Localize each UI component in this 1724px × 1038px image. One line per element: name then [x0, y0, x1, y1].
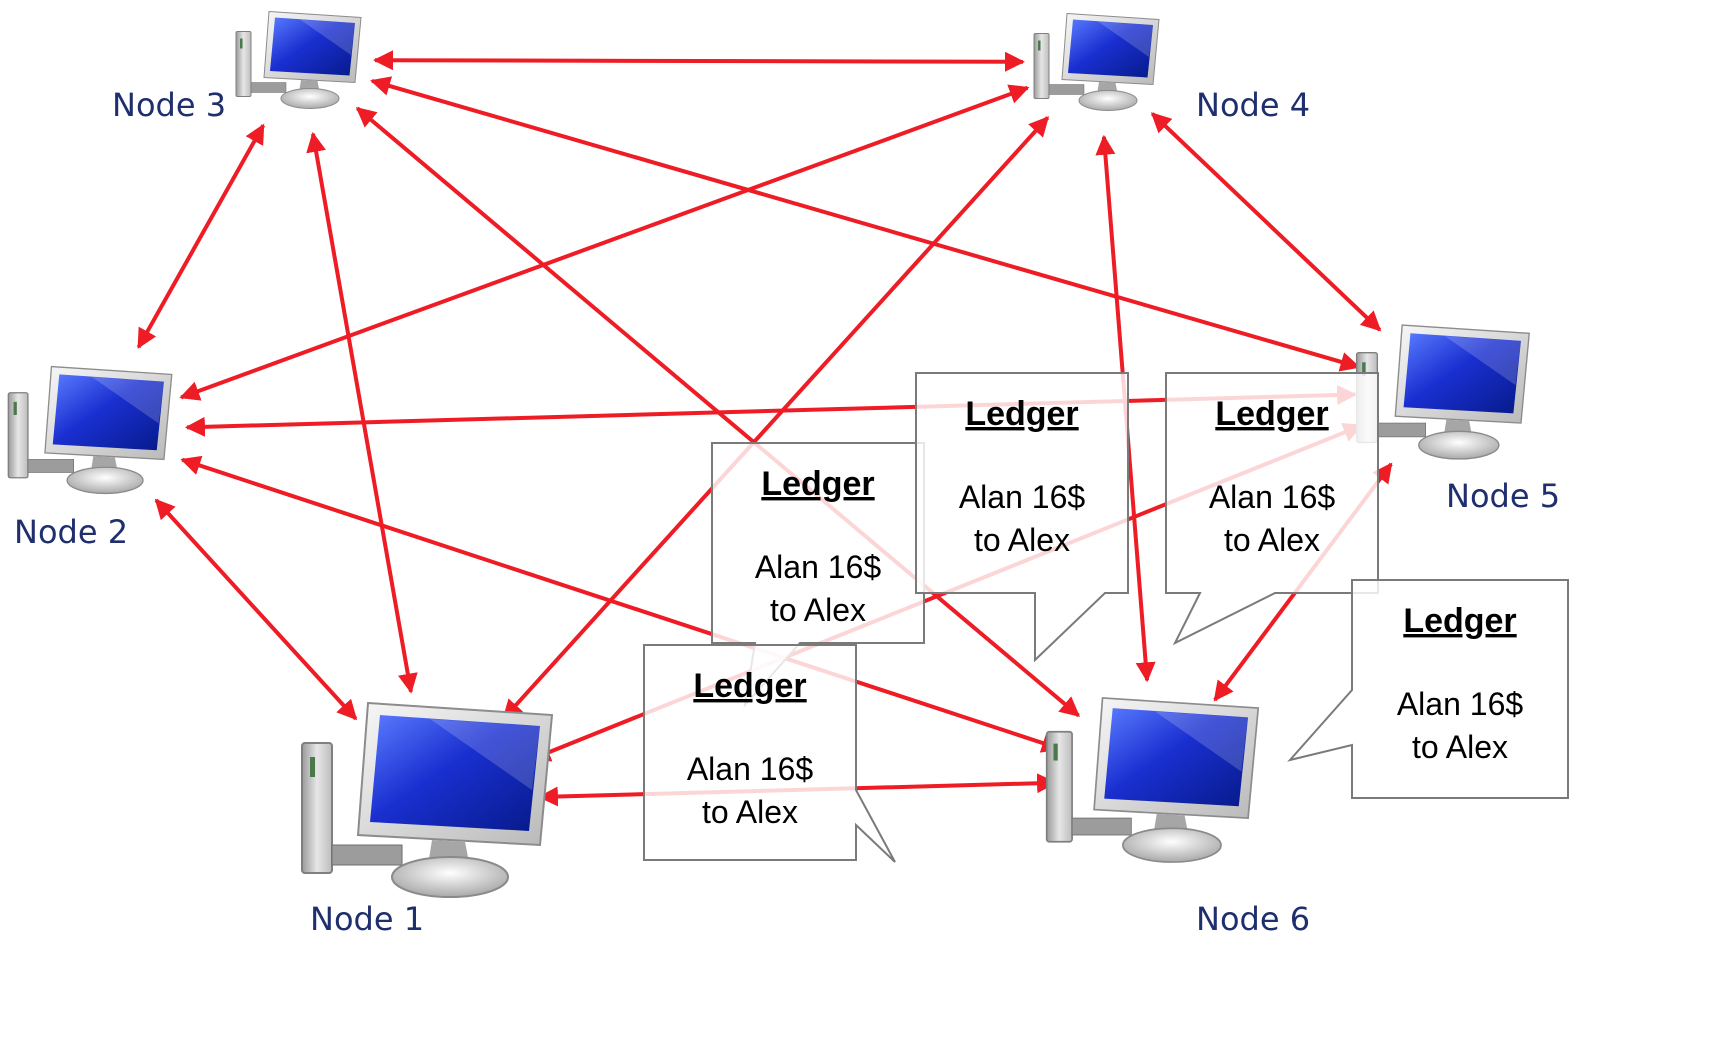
computer-icon	[7, 365, 173, 495]
link-n3-n4	[372, 50, 1026, 72]
ledger-callout-box	[1165, 372, 1379, 646]
ledger-title: Ledger	[965, 395, 1078, 433]
ledger-title: Ledger	[693, 667, 806, 705]
ledger-title: Ledger	[761, 465, 874, 503]
computer-icon	[1033, 12, 1160, 112]
link-n3-n2	[136, 123, 265, 349]
ledger-entry-line1: Alan 16$	[959, 479, 1086, 515]
ledger-callout-box	[643, 644, 896, 863]
node-2-label: Node 2	[14, 513, 129, 551]
ledger-entry-line1: Alan 16$	[687, 751, 814, 787]
link-n2-n5	[184, 385, 1358, 437]
ledger-entry-line1: Alan 16$	[1209, 479, 1336, 515]
ledger-entry-line2: to Alex	[1412, 729, 1508, 765]
link-n3-n1	[306, 131, 418, 694]
ledger-entry-line2: to Alex	[770, 592, 866, 628]
computer-icon	[235, 10, 362, 110]
ledger-callout-box	[915, 372, 1129, 663]
ledger-entry-line2: to Alex	[1224, 522, 1320, 558]
ledger-callout-box	[1287, 579, 1569, 799]
node-5-label: Node 5	[1446, 477, 1561, 515]
ledger-entry-line2: to Alex	[974, 522, 1070, 558]
computer-icon	[1045, 697, 1260, 863]
computer-icon	[301, 702, 553, 898]
ledger-entry-line1: Alan 16$	[755, 549, 882, 585]
node-3-label: Node 3	[112, 86, 227, 124]
computer-icon	[1355, 324, 1530, 460]
link-n4-n5	[1150, 112, 1382, 332]
ledger-entry-line1: Alan 16$	[1397, 686, 1524, 722]
ledger-title: Ledger	[1403, 602, 1516, 640]
node-4-label: Node 4	[1196, 86, 1311, 124]
node-1-label: Node 1	[310, 900, 425, 938]
node-6-label: Node 6	[1196, 900, 1311, 938]
link-n4-n2	[179, 84, 1030, 401]
link-n2-n1	[154, 498, 358, 721]
ledger-entry-line2: to Alex	[702, 794, 798, 830]
ledger-title: Ledger	[1215, 395, 1328, 433]
